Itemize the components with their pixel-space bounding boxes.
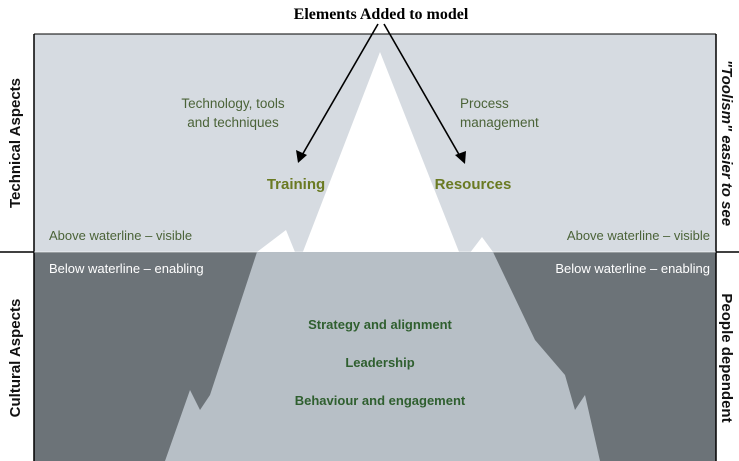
above-waterline-right: Above waterline – visible (567, 228, 710, 243)
technical-aspects-label: Technical Aspects (7, 78, 24, 208)
leadership-label: Leadership (345, 355, 414, 370)
training-label: Training (267, 176, 325, 193)
resources-label: Resources (435, 176, 512, 193)
toolism-label: "Toolism" easier to see (718, 60, 735, 226)
cultural-aspects-label: Cultural Aspects (7, 299, 24, 418)
process-label-line2: management (460, 115, 539, 130)
technology-label-line1: Technology, tools (181, 96, 285, 111)
strategy-label: Strategy and alignment (308, 317, 452, 332)
people-dependent-label: People dependent (718, 293, 735, 422)
iceberg-body (165, 252, 600, 461)
arrow-to-resources (383, 23, 466, 164)
above-waterline-left: Above waterline – visible (49, 228, 192, 243)
technology-label-line2: and techniques (187, 115, 279, 130)
diagram-title: Elements Added to model (294, 6, 469, 23)
below-waterline-left: Below waterline – enabling (49, 261, 204, 276)
iceberg-tip (257, 52, 493, 262)
below-waterline-right: Below waterline – enabling (555, 261, 710, 276)
behaviour-label: Behaviour and engagement (295, 393, 466, 408)
process-label-line1: Process (460, 96, 509, 111)
arrow-to-training (296, 23, 379, 163)
